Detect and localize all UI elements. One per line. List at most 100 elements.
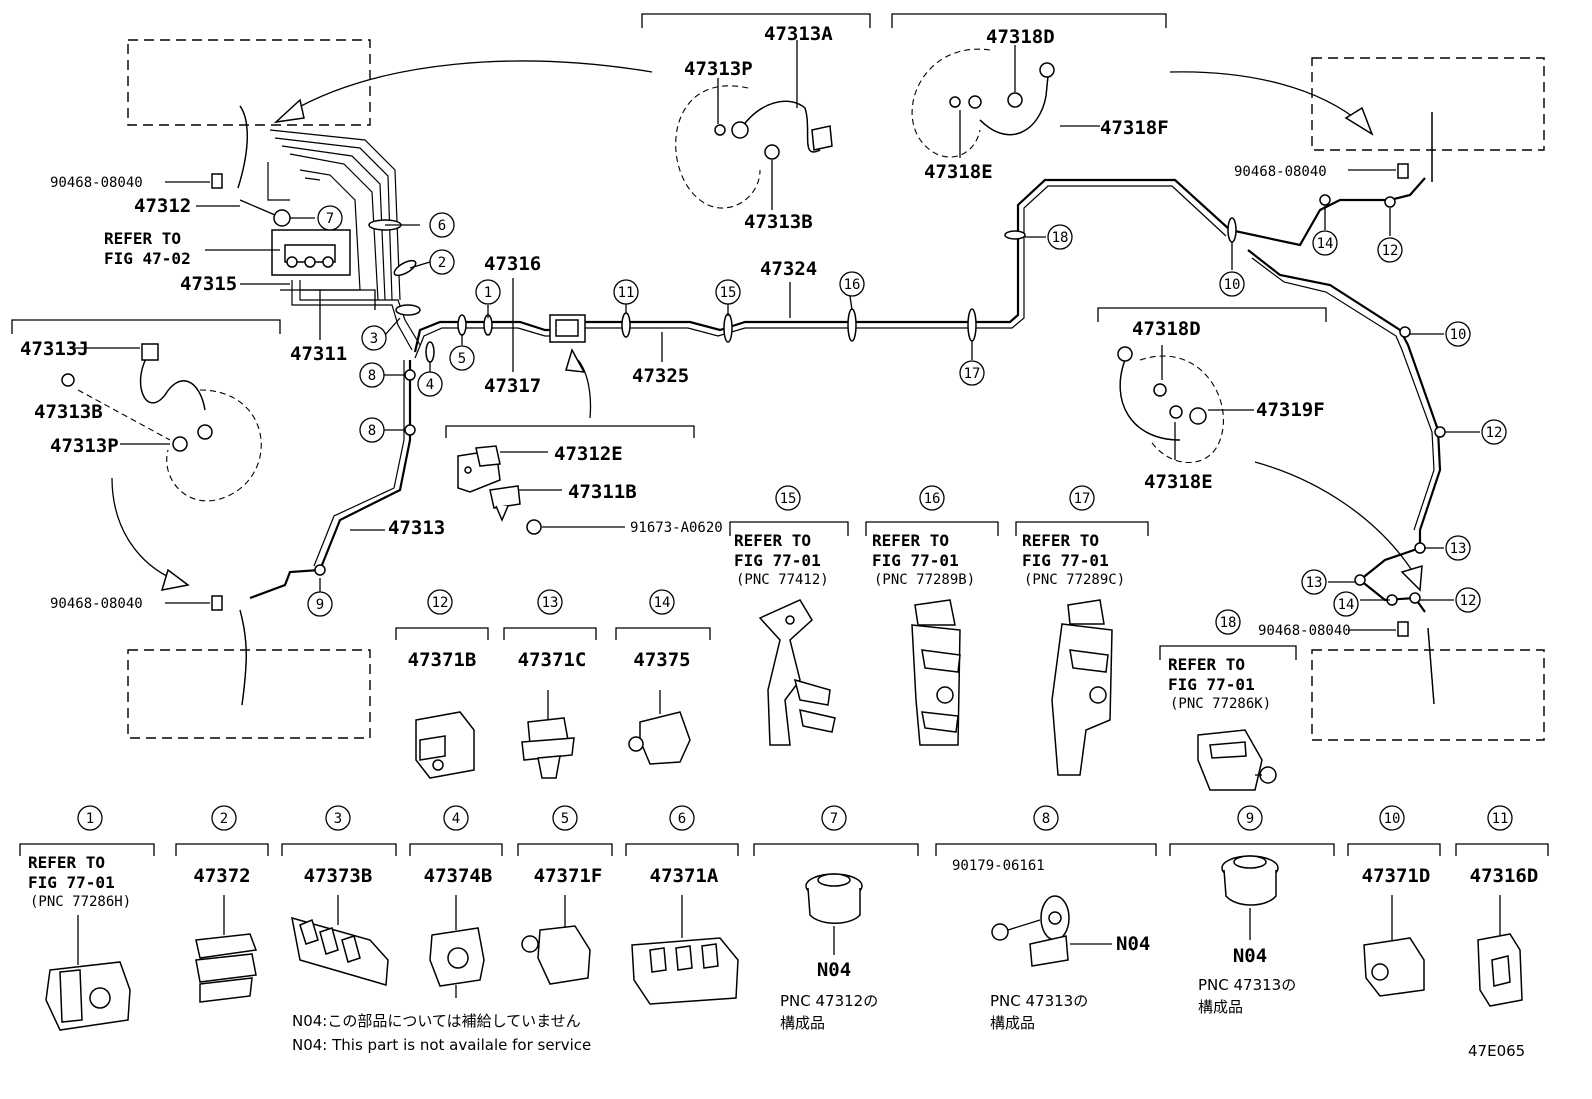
label-47313P-top: 47313P	[684, 58, 753, 80]
label-47325: 47325	[632, 365, 689, 387]
callout-2: 2	[438, 255, 446, 271]
wheel-area-front-left	[127, 39, 371, 126]
bottom-bracket-lines	[19, 843, 1549, 856]
callout-9: 9	[316, 597, 324, 613]
ref18-line1: REFER TO	[1168, 655, 1245, 674]
clamp-47371A-drawing	[631, 895, 739, 1005]
wheel-area-rear-right	[1311, 649, 1545, 741]
callout-12b: 12	[1486, 425, 1503, 441]
part-number-labels: 47313A 47313P 47313B 47318D 47318F 47318…	[20, 23, 1351, 639]
ref18-line3: (PNC 77286K)	[1170, 696, 1271, 712]
hose-detail-47319F	[1097, 307, 1327, 463]
hose-rear-right-sketch	[1427, 627, 1435, 705]
note-g8-line2: 構成品	[990, 1014, 1035, 1032]
union-joint	[549, 314, 586, 343]
callout-13-clamp: 13	[542, 595, 559, 611]
callout-numbers: 7 6 2 3 8 4 8 5 1 11 15 16 17 18 10 14 1…	[86, 211, 1509, 827]
clip-90468-bl	[211, 595, 223, 611]
clamp-47374B-drawing	[429, 895, 485, 998]
callout-1: 1	[484, 285, 492, 301]
callout-1-ref: 1	[86, 811, 94, 827]
label-90468-tr: 90468-08040	[1234, 164, 1327, 180]
ref-clamp-16-drawing	[865, 521, 999, 746]
callout-14a: 14	[1317, 236, 1334, 252]
callout-10b: 10	[1450, 327, 1467, 343]
ref-clamp-18-drawing	[1159, 645, 1297, 791]
ref1-line3: (PNC 77286H)	[30, 894, 131, 910]
callout-11: 11	[618, 285, 635, 301]
clamp-47371B-drawing	[395, 627, 489, 779]
label-47317: 47317	[484, 375, 541, 397]
hose-front-left-sketch	[237, 105, 248, 189]
ref1-line2: FIG 77-01	[28, 873, 115, 892]
callout-12c: 12	[1460, 593, 1477, 609]
leader-lines	[165, 169, 1480, 631]
note-g9-line2: 構成品	[1198, 998, 1243, 1016]
label-47313B-left: 47313B	[34, 401, 103, 423]
callout-circles	[77, 205, 1513, 831]
wheel-area-rear-left	[127, 649, 371, 739]
label-47318F: 47318F	[1100, 117, 1169, 139]
label-refer-to-47: REFER TO	[104, 229, 181, 248]
label-N04-7: N04	[817, 959, 851, 981]
label-47313J: 47313J	[20, 338, 89, 360]
callout-10a: 10	[1224, 277, 1241, 293]
callout-13a: 13	[1450, 541, 1467, 557]
label-47375: 47375	[633, 649, 690, 671]
callout-11-clamp: 11	[1492, 811, 1509, 827]
label-47313B-top: 47313B	[744, 211, 813, 233]
abs-actuator-tube-bundle	[267, 129, 421, 351]
figure-code: 47E065	[1468, 1042, 1525, 1060]
callout-13b: 13	[1306, 575, 1323, 591]
clamp-47371F-drawing	[521, 895, 591, 985]
callout-18: 18	[1052, 230, 1069, 246]
callout-16: 16	[844, 277, 861, 293]
clamp-47371D-drawing	[1363, 895, 1425, 997]
callout-5: 5	[458, 351, 466, 367]
callout-14-clamp: 14	[654, 595, 671, 611]
label-47318D-top: 47318D	[986, 26, 1055, 48]
callout-6-clamp: 6	[678, 811, 686, 827]
footnotes: N04:この部品については補給していません N04: This part is …	[292, 1012, 1525, 1060]
clip-90468-br	[1397, 621, 1409, 637]
callout-8-grommet: 8	[1042, 811, 1050, 827]
label-47371B: 47371B	[408, 649, 477, 671]
clamp-47375-drawing	[615, 627, 711, 765]
ref-clamp-17-drawing	[1015, 521, 1149, 776]
label-47374B: 47374B	[424, 865, 493, 887]
callout-17-ref: 17	[1074, 491, 1091, 507]
arrow-to-rear-right	[1254, 461, 1423, 592]
clamp-47371C-drawing	[503, 627, 597, 779]
arrow-to-front-right	[1169, 71, 1374, 136]
clamp-47373B-drawing	[291, 895, 389, 986]
callout-14b: 14	[1338, 597, 1355, 613]
label-47311B: 47311B	[568, 481, 637, 503]
ref1-line1: REFER TO	[28, 853, 105, 872]
hose-detail-47318F	[891, 13, 1167, 158]
label-fig-47-02: FIG 47-02	[104, 249, 191, 268]
ref17-line1: REFER TO	[1022, 531, 1099, 550]
grommet-9-drawing	[1221, 855, 1279, 940]
clamp-labels: 47371B 47371C 47375 47372 47373B 47374B …	[193, 649, 1538, 981]
label-N04-9: N04	[1233, 945, 1267, 967]
ref16-line3: (PNC 77289B)	[874, 572, 975, 588]
clamp-1-drawing	[45, 915, 131, 1031]
arrow-to-front-left	[273, 60, 653, 124]
label-47371C: 47371C	[518, 649, 587, 671]
callout-9-grommet: 9	[1246, 811, 1254, 827]
callout-18-ref: 18	[1220, 615, 1237, 631]
label-N04-8: N04	[1116, 933, 1150, 955]
label-47311: 47311	[290, 343, 347, 365]
ref16-line2: FIG 77-01	[872, 551, 959, 570]
callout-8b: 8	[368, 423, 376, 439]
callout-7: 7	[326, 211, 334, 227]
label-47371A: 47371A	[650, 865, 719, 887]
callout-16-ref: 16	[924, 491, 941, 507]
label-47313P-left: 47313P	[50, 435, 119, 457]
label-47371D: 47371D	[1362, 865, 1431, 887]
clamp-47372-drawing	[195, 895, 258, 1003]
callout-6: 6	[438, 218, 446, 234]
footnote-en: N04: This part is not availale for servi…	[292, 1036, 591, 1054]
label-90468-tl: 90468-08040	[50, 175, 143, 191]
